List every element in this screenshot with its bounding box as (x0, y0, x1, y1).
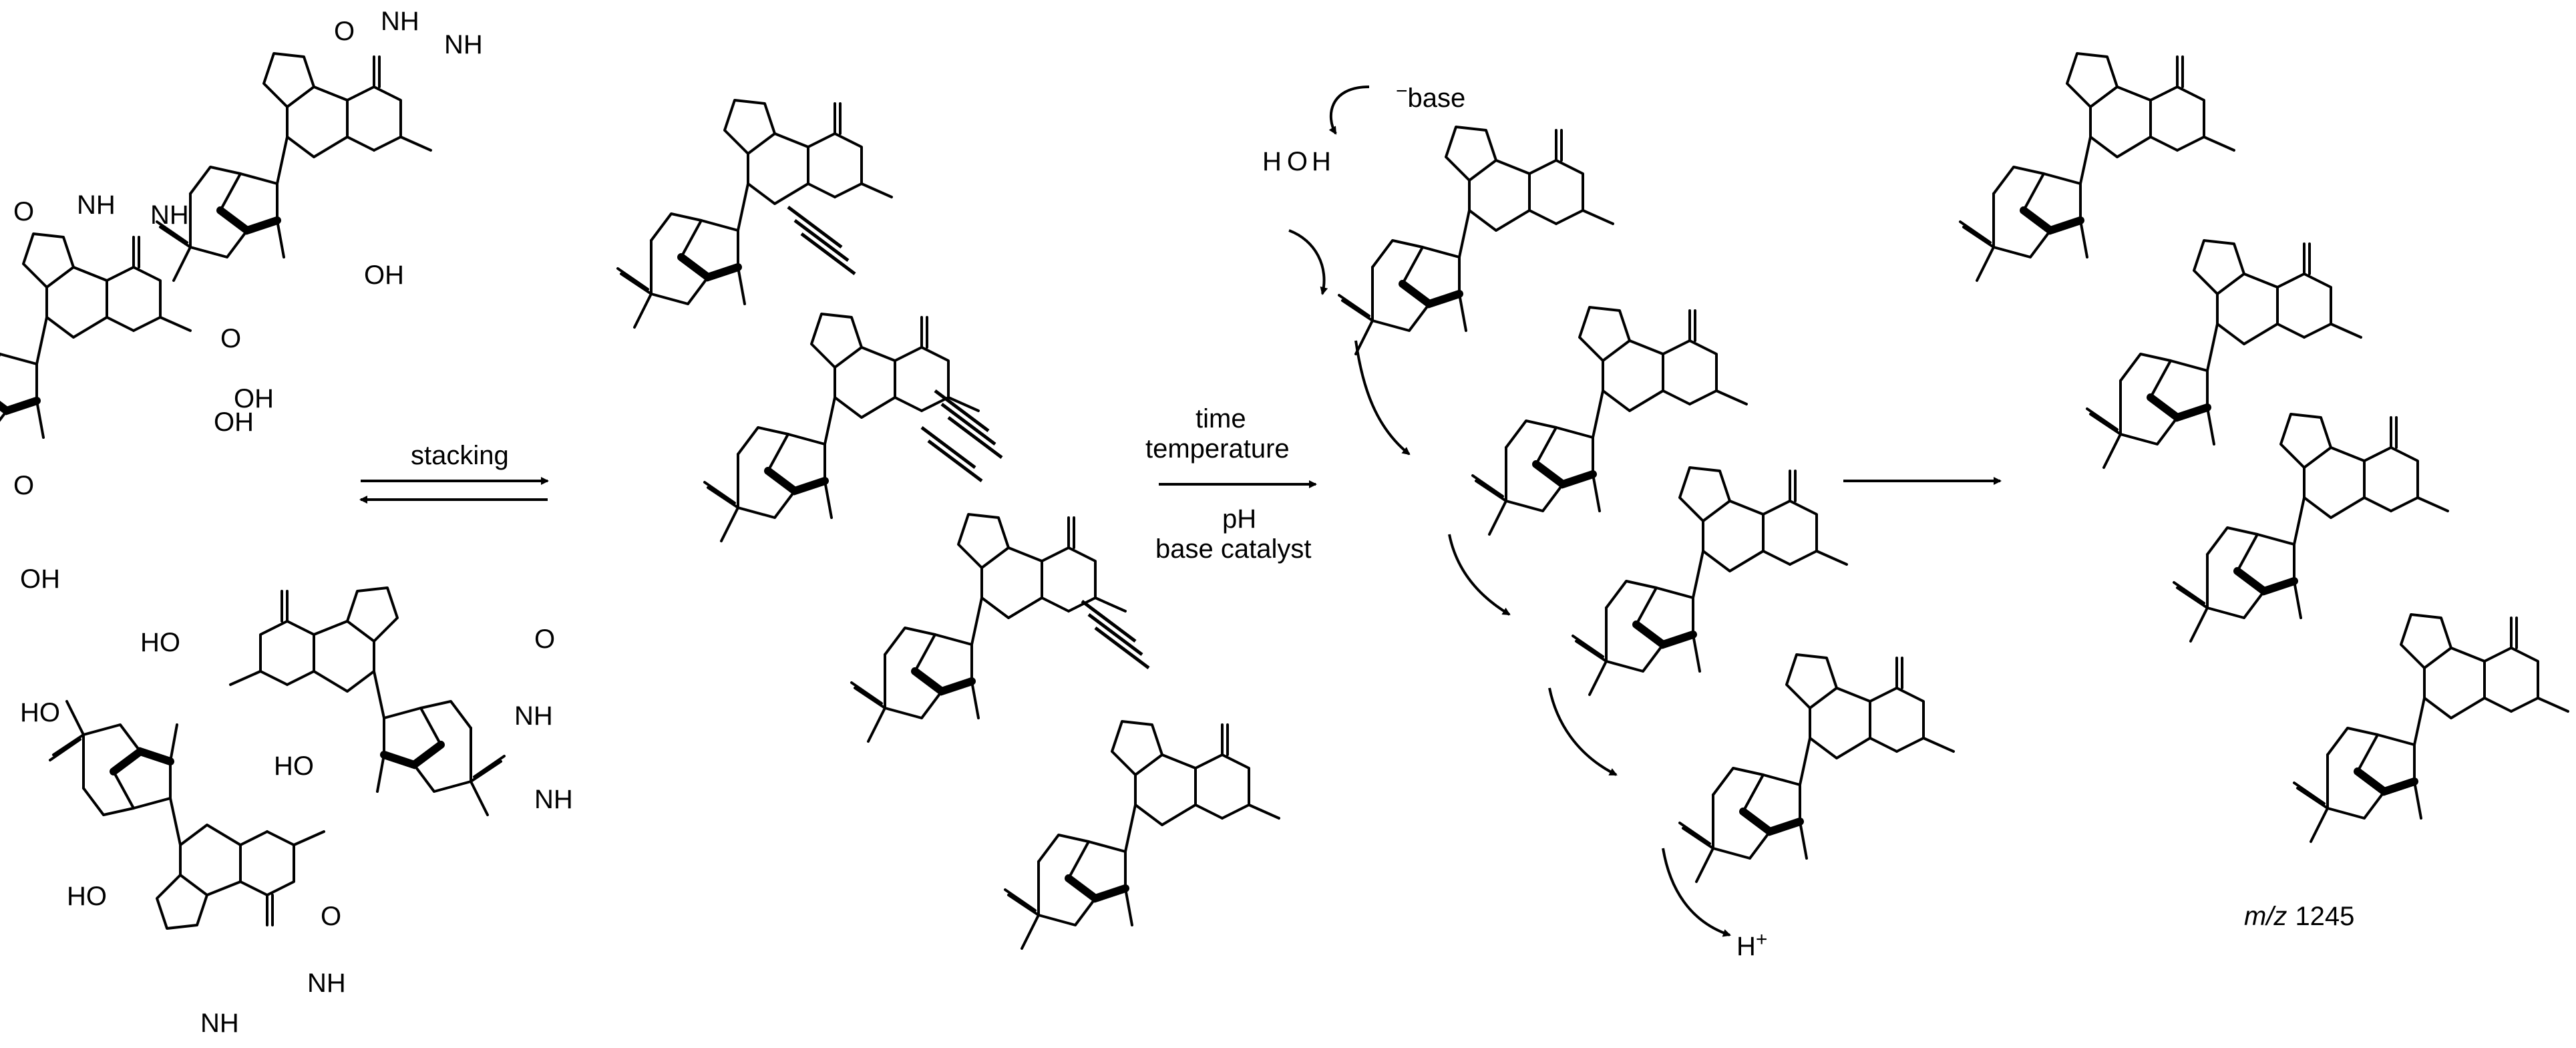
condition-base-catalyst: base catalyst (1155, 534, 1311, 564)
svg-text:O: O (13, 471, 34, 500)
stack-3 (852, 514, 1125, 741)
svg-text:O: O (13, 197, 34, 226)
svg-text:NH: NH (534, 785, 573, 814)
svg-text:NH: NH (307, 969, 346, 998)
svg-text:HO: HO (67, 882, 107, 911)
svg-text:OH: OH (20, 564, 60, 594)
svg-text:NH: NH (150, 200, 189, 230)
monomer-left-top (0, 234, 190, 461)
mech-3 (1573, 468, 1847, 695)
svg-text:NH: NH (77, 190, 116, 220)
svg-text:OH: OH (234, 384, 274, 413)
base-label: −base (1396, 80, 1465, 113)
product-3 (2174, 414, 2448, 641)
product-2 (2087, 240, 2361, 468)
svg-text:NH: NH (514, 701, 553, 731)
stack-2 (705, 314, 978, 541)
svg-text:HO: HO (140, 628, 180, 657)
stacking-equilibrium: stacking (359, 441, 549, 504)
mech-4 (1680, 655, 1954, 882)
mech-2 (1473, 307, 1746, 534)
svg-text:NH: NH (381, 7, 419, 36)
product-4 (2294, 615, 2568, 842)
svg-text:O: O (534, 625, 555, 654)
left-atom-labels: O NH NH OH O OH O NH NH OH O OH HO HO NH… (13, 7, 573, 1038)
conditions-arrow: time temperature pH base catalyst (1145, 404, 1317, 564)
product-1 (1960, 53, 2234, 281)
hydrogen-bond-hashes (787, 206, 1150, 669)
condition-time: time (1195, 404, 1246, 433)
svg-text:O: O (321, 902, 341, 931)
stack-1 (618, 100, 892, 327)
monomer-left-upper-right (157, 53, 431, 281)
condition-temperature: temperature (1145, 434, 1290, 464)
svg-text:OH: OH (364, 260, 404, 290)
svg-text:NH: NH (200, 1009, 239, 1038)
svg-text:HO: HO (274, 751, 314, 781)
mechanism-electron-arrows (1288, 85, 1731, 937)
svg-text:HO: HO (20, 698, 60, 727)
stacking-label: stacking (411, 441, 509, 470)
stack-4 (1005, 721, 1279, 948)
mech-1 (1339, 127, 1613, 354)
svg-text:O: O (334, 17, 355, 46)
monomer-left-lower-right (230, 588, 504, 815)
condition-ph: pH (1222, 504, 1256, 534)
svg-text:O: O (220, 324, 241, 353)
svg-text:NH: NH (444, 30, 483, 59)
proton-label: H+ (1736, 928, 1767, 961)
svg-text:OH: OH (214, 407, 254, 437)
